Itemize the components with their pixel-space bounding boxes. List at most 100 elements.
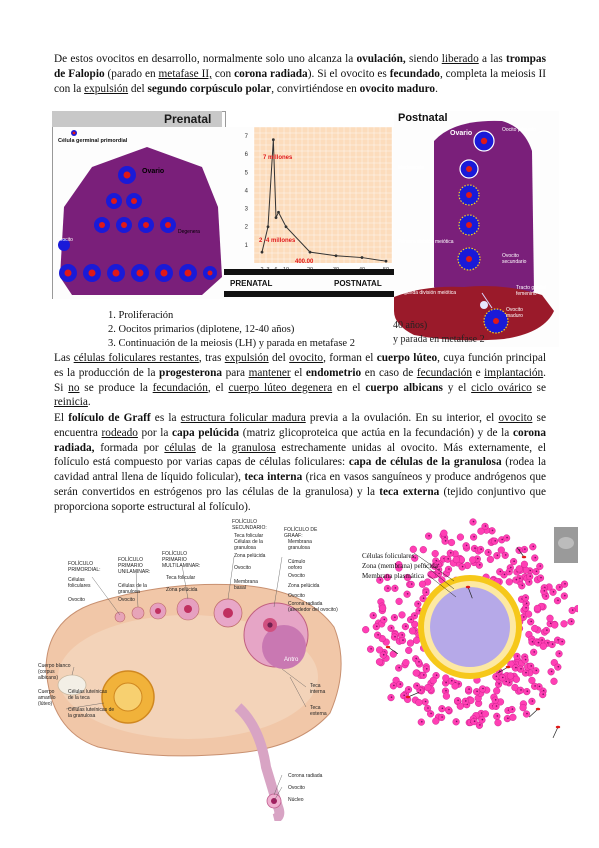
follicular-cell-nucleus	[372, 614, 375, 616]
follicular-cell-nucleus	[482, 687, 484, 690]
para2-segment: cuerpo albicans	[365, 381, 443, 394]
label-ovocito-5: Ovocito	[288, 593, 305, 599]
follicular-cell-nucleus	[531, 640, 534, 643]
chart-point	[271, 138, 275, 142]
para3-segment: (rica en vasos sanguíneos y produce andr…	[54, 471, 546, 498]
label-corona-radiada: Corona radiada	[288, 773, 323, 779]
follicular-cell	[442, 692, 451, 700]
follicular-cell-nucleus	[473, 535, 475, 538]
para3-segment: teca interna	[244, 471, 303, 484]
prenatal-ovary-drawing	[58, 130, 222, 295]
follicular-cell-nucleus	[525, 596, 527, 599]
follicular-cell-nucleus	[564, 583, 566, 585]
postnatal-title: Postnatal	[398, 112, 448, 124]
follicular-cell	[389, 650, 397, 658]
follicular-cell	[505, 578, 513, 586]
label-celulas-granulosa: Células de la granulosa	[118, 583, 147, 595]
postnatal-drawing	[394, 120, 554, 341]
para1-segment: ). Si el ovocito es	[307, 67, 390, 80]
chart-annotation-7m: 7 millones	[263, 155, 293, 161]
behind-text-2: y parada en metafase 2	[393, 334, 485, 345]
follicular-cell	[509, 713, 517, 721]
oogenesis-figure: Prenatal Célula germinal primordial Ovar…	[52, 111, 559, 347]
follicular-cell-nucleus	[539, 565, 542, 567]
follicular-cell	[560, 620, 568, 628]
follicular-cell-nucleus	[441, 707, 444, 710]
para2-segment: células foliculares restantes	[73, 352, 199, 364]
follicular-cell-nucleus	[515, 578, 518, 581]
follicular-cell-nucleus	[504, 554, 507, 556]
follicular-cell-nucleus	[535, 669, 538, 672]
chart-point	[384, 259, 388, 263]
follicular-cell-nucleus	[437, 563, 440, 566]
label-membrana-plasmatica: Membrana plasmática	[362, 572, 425, 580]
para3-segment: estrechamente unidas al ovocito. Más ext…	[54, 441, 546, 469]
label-foliculo-graaf: FOLÍCULO DE GRAAF:	[284, 527, 318, 539]
follicular-cell-nucleus	[534, 685, 536, 687]
label-ovocito-1: Ovocito	[68, 597, 85, 603]
para2-segment: ciclo ovárico	[471, 381, 532, 394]
sperm-tail	[387, 646, 399, 655]
follicular-cell	[493, 687, 501, 695]
chart-point	[274, 216, 278, 220]
chart-point	[266, 225, 270, 229]
follicular-cell-nucleus	[455, 720, 458, 723]
follicular-cell	[412, 669, 420, 677]
paragraph-graaf-follicle: El folículo de Graff es la estructura fo…	[54, 411, 546, 515]
chart-y-tick: 5	[245, 170, 249, 176]
sperm-head	[505, 665, 511, 669]
para1-segment: De estos ovocitos en desarrollo, normalm…	[54, 53, 357, 65]
follicular-cell-nucleus	[445, 681, 447, 684]
chart-y-tick: 4	[245, 188, 249, 194]
para3-segment: por la	[137, 426, 173, 439]
follicular-cell	[419, 546, 427, 554]
list-item: 1. Proliferación	[108, 310, 174, 321]
follicular-cell-nucleus	[387, 587, 389, 589]
follicular-cell-nucleus	[503, 573, 506, 576]
para1-segment: metafase II,	[158, 67, 212, 80]
para2-segment: , forman el	[323, 352, 377, 364]
follicular-cell-nucleus	[525, 602, 528, 605]
follicular-cell-nucleus	[530, 665, 532, 667]
follicular-cell-nucleus	[506, 536, 508, 539]
follicular-cell-nucleus	[399, 683, 402, 685]
chart-point	[308, 250, 312, 254]
follicular-cell-nucleus	[498, 683, 500, 685]
sperm-head	[535, 707, 541, 711]
follicular-cell	[486, 555, 495, 564]
follicular-cell	[395, 597, 403, 606]
label-foliculo-unilaminar: FOLÍCULO PRIMARIO UNILAMINAR:	[118, 557, 151, 575]
follicular-cell-nucleus	[465, 700, 467, 702]
para2-segment: endometrio	[305, 366, 362, 379]
follicular-cell-nucleus	[530, 620, 532, 623]
post-oocito-primario-label: Oocito primario	[502, 127, 536, 133]
para3-segment: células	[164, 441, 196, 454]
follicular-cell-nucleus	[418, 609, 421, 612]
follicular-cell-nucleus	[537, 641, 540, 644]
para3-segment: folículo de Graff	[68, 412, 151, 424]
follicular-cell-nucleus	[448, 708, 450, 711]
follicular-cell-nucleus	[417, 602, 420, 605]
follicular-cell-nucleus	[408, 688, 410, 690]
para2-segment: Las	[54, 352, 74, 364]
follicular-cell-nucleus	[487, 551, 490, 553]
label-celulas-foliculares-3: Células foliculares	[362, 552, 415, 560]
para2-segment: .	[87, 396, 91, 409]
para3-segment: estructura folicular madura	[180, 412, 306, 424]
follicular-cell-nucleus	[525, 671, 527, 674]
para3-segment: formada por	[94, 441, 165, 454]
follicular-cell-nucleus	[524, 658, 527, 661]
label-ovocito-4: Ovocito	[288, 573, 305, 579]
follicular-cell	[512, 675, 521, 683]
sperm-head	[385, 645, 391, 649]
follicular-cell-nucleus	[479, 724, 481, 726]
para1-segment: , convirtiéndose en	[271, 82, 360, 95]
para1-segment: (parado en	[104, 67, 159, 80]
behind-text-1: 40 años)	[393, 320, 428, 331]
follicular-cell-nucleus	[405, 625, 407, 627]
label-celulas-foliculares: Células foliculares	[68, 577, 91, 589]
follicular-cell-nucleus	[447, 558, 449, 560]
post-ovocito-secundario-label: Ovocito secundario	[502, 253, 527, 265]
follicular-cell	[447, 538, 456, 547]
follicular-cell	[451, 682, 459, 690]
